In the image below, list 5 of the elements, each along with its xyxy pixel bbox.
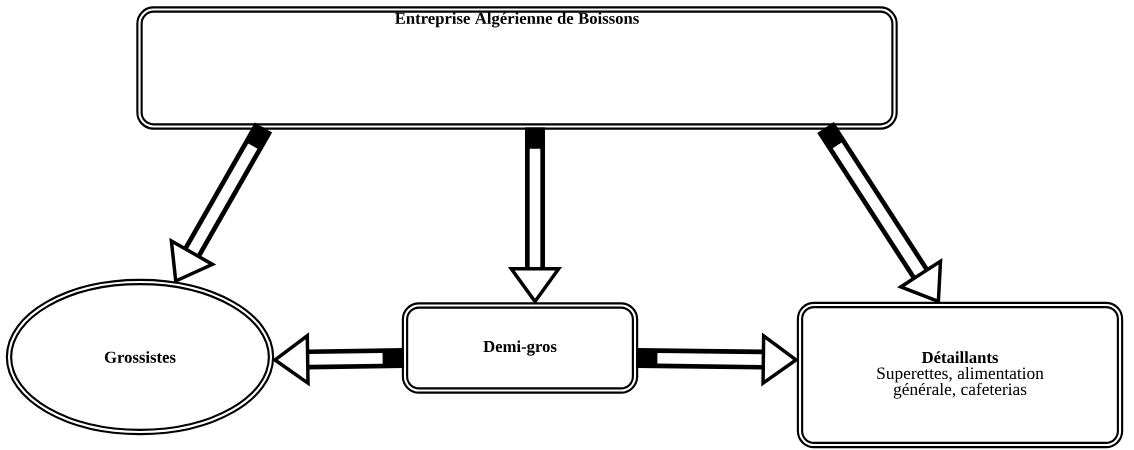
process-box: Détaillants Superettes, alimentation générale, cafeterias	[796, 301, 1124, 449]
process-box: Demi-gros	[401, 302, 639, 394]
ellipse-node: Grossistes	[5, 278, 275, 436]
header-box: Entreprise Algérienne de Boissons	[136, 6, 898, 130]
block-arrow	[817, 122, 943, 304]
